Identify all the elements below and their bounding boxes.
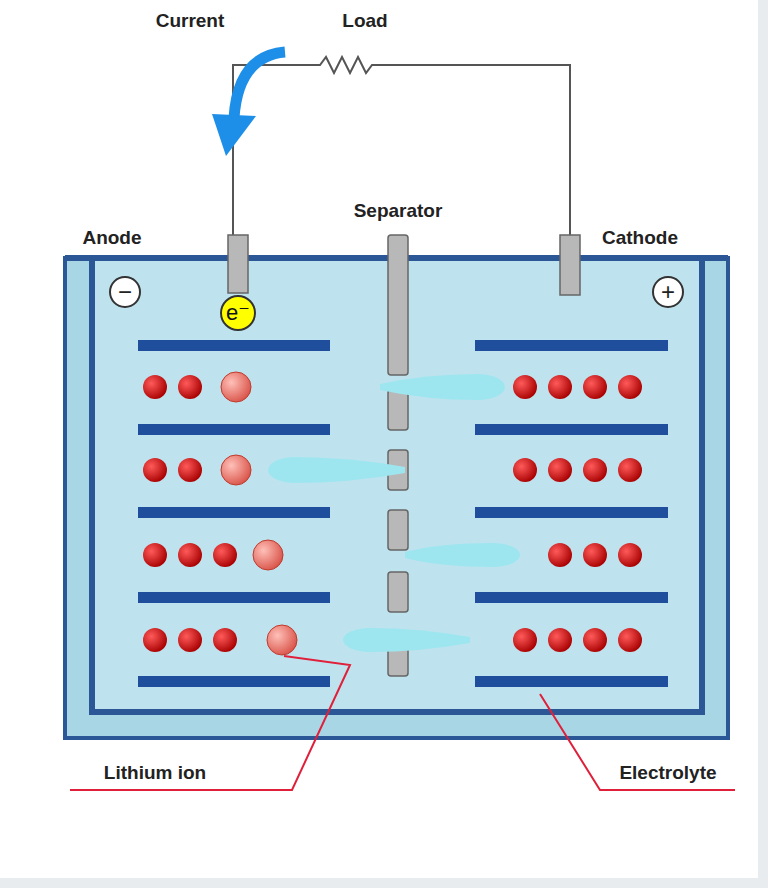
current-arrowhead (212, 114, 256, 156)
separator (388, 235, 408, 676)
node-text: + (661, 280, 675, 304)
label-text: Current (156, 10, 225, 32)
part-label: Anode (82, 227, 141, 249)
part-label: Electrolyte (619, 762, 716, 784)
terminal-sign: + (652, 276, 684, 308)
part-label: Lithium ion (104, 762, 206, 784)
electrode-plates (138, 340, 668, 687)
page-ground (0, 0, 758, 878)
node-text: e⁻ (226, 302, 250, 324)
load-label: Load (342, 10, 387, 32)
cathode-terminal (560, 235, 580, 295)
circuit-wire (233, 57, 570, 240)
leader-line (540, 694, 735, 790)
anode-terminal (228, 235, 248, 293)
ion-trails (268, 374, 520, 652)
part-label: Cathode (602, 227, 678, 249)
lithium-ions (143, 375, 642, 652)
terminal-sign: − (109, 276, 141, 308)
current-arrow (234, 52, 285, 118)
leader-line (70, 656, 350, 790)
part-label: Separator (354, 200, 443, 222)
moving-ions (221, 372, 297, 655)
node-text: − (118, 280, 132, 304)
